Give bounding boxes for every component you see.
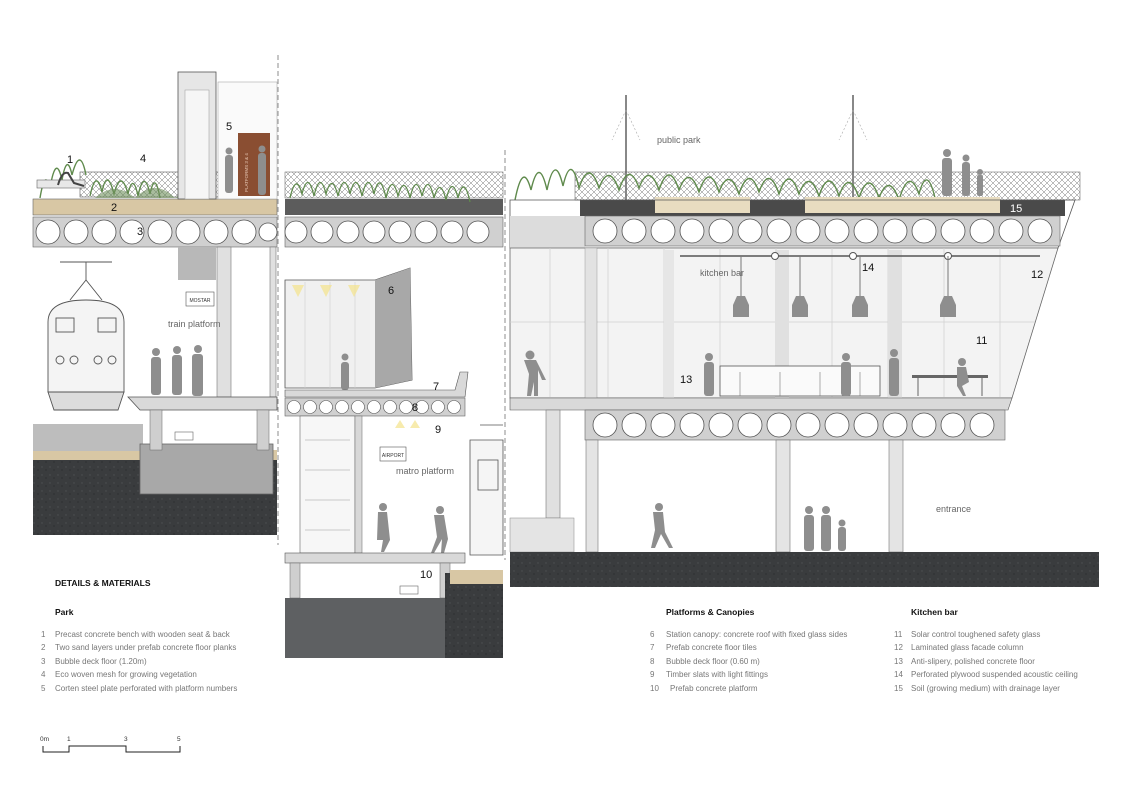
ground-kitchen	[510, 552, 1099, 587]
scale-tick-5: 5	[177, 736, 181, 743]
scale-tick-0: 0m	[40, 736, 50, 743]
callout-6: 6	[388, 285, 394, 297]
panel-train-section: PLATFORMS 3 & 4 MOSTAR	[32, 71, 278, 535]
people-metro	[377, 503, 448, 553]
bar-counter	[719, 365, 881, 397]
panel-metro-section: AIRPORT	[284, 171, 504, 658]
callout-5: 5	[226, 121, 232, 133]
callout-2: 2	[111, 202, 117, 214]
callout-15: 15	[1010, 203, 1022, 215]
roof-wood-deck	[32, 198, 278, 216]
label-public-park: public park	[657, 135, 701, 145]
callout-10: 10	[420, 569, 432, 581]
label-metro-platform: matro platform	[396, 466, 454, 476]
people-train-platform	[151, 145, 266, 396]
callout-numbers: 1 2 3 4 5 6 7 8 9 10 11 12 13 14 15	[67, 121, 1043, 581]
platform-plate-label: PLATFORMS 3 & 4	[244, 153, 249, 192]
callout-11: 11	[976, 335, 987, 347]
callout-3: 3	[137, 226, 143, 238]
callout-14: 14	[862, 262, 874, 274]
scale-bar-graphic	[42, 745, 181, 753]
callout-8: 8	[412, 402, 418, 414]
metro-train	[469, 424, 504, 556]
people-entrance	[651, 503, 846, 551]
callout-7: 7	[433, 381, 439, 393]
train	[47, 261, 125, 411]
callout-4: 4	[140, 153, 146, 165]
legend-park-title: Park	[55, 607, 74, 617]
callout-1: 1	[67, 154, 73, 166]
scale-tick-3: 3	[124, 736, 128, 743]
callout-12: 12	[1031, 269, 1043, 281]
sign-mostar: MOSTAR	[189, 298, 210, 304]
label-entrance: entrance	[936, 504, 971, 514]
callout-13: 13	[680, 374, 692, 386]
scale-tick-1: 1	[67, 736, 71, 743]
callout-9: 9	[435, 424, 441, 436]
sign-airport: AIRPORT	[382, 453, 404, 459]
label-kitchen-bar: kitchen bar	[700, 268, 744, 278]
legend-platforms-title: Platforms & Canopies	[666, 607, 755, 617]
people-kitchen	[524, 349, 969, 396]
scale-bar: 0m 1 3 5	[40, 736, 190, 756]
label-train-platform: train platform	[168, 319, 221, 329]
panel-kitchen-section	[509, 95, 1099, 587]
details-materials-title: DETAILS & MATERIALS	[55, 578, 151, 588]
legend-kitchen-title: Kitchen bar	[911, 607, 958, 617]
